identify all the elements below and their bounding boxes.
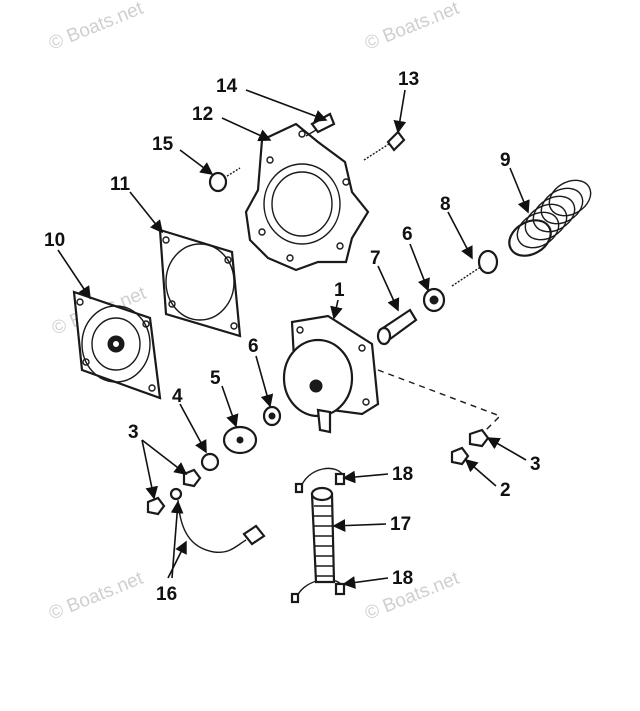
label-part-2: 2 — [500, 480, 511, 501]
part-15-screw — [208, 167, 241, 193]
label-part-10: 10 — [44, 230, 65, 251]
label-part-5: 5 — [210, 368, 221, 389]
watermark-text: © Boats.net — [46, 568, 147, 625]
label-part-3: 3 — [128, 422, 139, 443]
label-part-17: 17 — [390, 514, 411, 535]
part-10-diaphragm — [72, 290, 162, 400]
label-part-11: 11 — [110, 174, 131, 195]
label-part-1: 1 — [334, 280, 345, 301]
part-labels: 14 13 12 15 11 9 8 6 10 7 1 6 5 4 3 3 18… — [44, 69, 541, 605]
label-part-9: 9 — [500, 150, 511, 171]
part-1-pump-body — [282, 314, 380, 434]
label-part-6: 6 — [248, 336, 259, 357]
part-13-screw — [363, 130, 406, 161]
label-part-18: 18 — [392, 568, 413, 589]
label-part-14: 14 — [216, 76, 238, 97]
label-part-4: 4 — [172, 386, 183, 407]
part-16-wire — [169, 487, 266, 554]
part-6-washer — [262, 405, 282, 427]
part-6-washer — [422, 287, 446, 313]
part-2-nut — [450, 446, 470, 466]
part-9-spring — [508, 179, 592, 257]
part-7-sleeve — [376, 308, 418, 346]
part-8-bolt — [451, 249, 499, 287]
part-3-nut — [146, 496, 166, 516]
label-part-7: 7 — [370, 248, 381, 269]
part-3-nut — [468, 428, 490, 448]
part-3-nut — [182, 468, 202, 488]
label-part-6: 6 — [402, 224, 413, 245]
label-part-16: 16 — [156, 584, 177, 605]
label-part-3: 3 — [530, 454, 541, 475]
label-part-15: 15 — [152, 134, 174, 155]
part-11-gasket — [158, 228, 242, 338]
label-part-18: 18 — [392, 464, 413, 485]
leader-lines — [57, 89, 530, 589]
part-12-cover-plate — [244, 122, 370, 272]
part-17-hose — [310, 486, 336, 584]
label-part-8: 8 — [440, 194, 451, 215]
part-5-disc — [222, 425, 258, 455]
watermark-text: © Boats.net — [362, 0, 463, 55]
watermark-text: © Boats.net — [46, 0, 147, 55]
label-part-13: 13 — [398, 69, 419, 90]
label-part-12: 12 — [192, 104, 213, 125]
part-4-washer — [200, 452, 220, 472]
